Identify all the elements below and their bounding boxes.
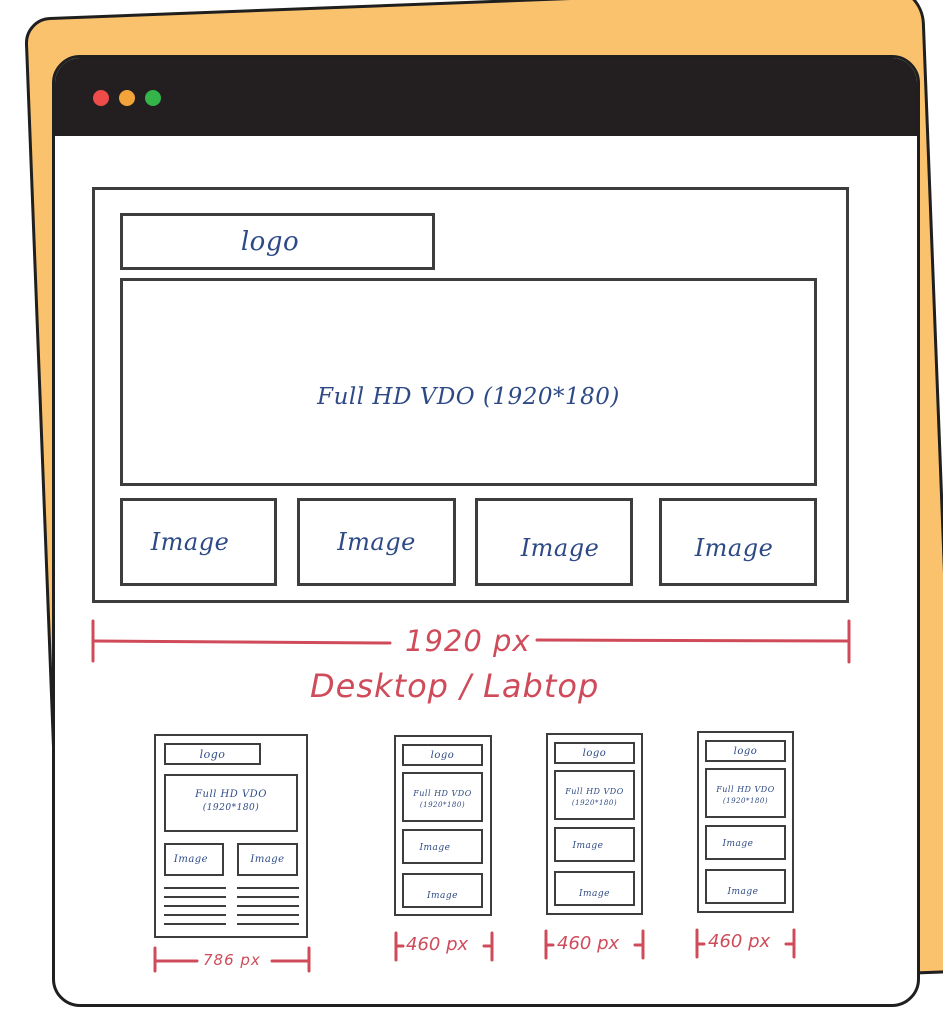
mobile-3-width-label: 460 px (708, 931, 771, 952)
mobile-3-image-box-1 (705, 825, 786, 860)
desktop-width-label: 1920 px (405, 624, 531, 658)
mobile-1-logo-label: logo (430, 749, 455, 761)
desktop-image-box-1 (120, 498, 277, 586)
tablet-text-lines-left (164, 887, 226, 932)
desktop-image-box-4 (659, 498, 817, 586)
tablet-video-box (164, 774, 298, 832)
tablet-width-label: 786 px (203, 951, 261, 969)
mobile-2-video-label-2: (1920*180) (571, 799, 618, 807)
maximize-dot-icon[interactable] (145, 90, 161, 106)
mobile-2-image-box-2 (554, 871, 635, 906)
mobile-1-image-label-1: Image (419, 842, 451, 853)
tablet-video-label-1: Full HD VDO (195, 788, 267, 800)
mobile-1-video-label-1: Full HD VDO (413, 789, 472, 798)
mobile-3-video-label-1: Full HD VDO (716, 785, 775, 794)
tablet-image-label-2: Image (250, 854, 285, 865)
desktop-wireframe (92, 187, 849, 603)
tablet-text-lines-right (237, 887, 299, 932)
mobile-3-image-box-2 (705, 869, 786, 904)
tablet-image-box-2 (237, 843, 298, 876)
mobile-2-image-label-1: Image (572, 840, 604, 851)
mobile-2-width-label: 460 px (557, 933, 620, 954)
mobile-3-logo-label: logo (733, 745, 758, 757)
mobile-1-logo-box (402, 744, 483, 766)
tablet-image-box-1 (164, 843, 224, 876)
mobile-1-video-label-2: (1920*180) (419, 801, 466, 809)
tablet-wireframe (154, 734, 308, 938)
mobile-3-logo-box (705, 740, 786, 762)
desktop-image-box-3 (475, 498, 633, 586)
tablet-logo-label: logo (199, 747, 226, 761)
mobile-2-image-label-2: Image (578, 889, 611, 899)
mobile-1-image-label-2: Image (426, 891, 459, 901)
minimize-dot-icon[interactable] (119, 90, 135, 106)
desktop-logo-label: logo (240, 226, 300, 257)
mobile-2-video-label-1: Full HD VDO (565, 787, 624, 796)
mobile-2-logo-box (554, 742, 635, 764)
tablet-video-label-2: (1920*180) (202, 803, 260, 813)
window-titlebar (55, 58, 917, 136)
desktop-image-box-2 (297, 498, 456, 586)
close-dot-icon[interactable] (93, 90, 109, 106)
desktop-video-label: Full HD VDO (1920*180) (317, 384, 620, 410)
desktop-image-label-2: Image (337, 528, 416, 556)
mobile-2-image-box-1 (554, 827, 635, 862)
desktop-image-label-1: Image (150, 528, 230, 556)
mobile-3-wireframe (697, 731, 794, 913)
mobile-1-wireframe (394, 735, 492, 916)
mobile-1-image-box-2 (402, 873, 483, 908)
mobile-3-video-box (705, 768, 786, 818)
desktop-video-box (120, 278, 817, 486)
mobile-2-logo-label: logo (582, 747, 607, 759)
mobile-1-video-box (402, 772, 483, 822)
tablet-image-label-1: Image (173, 854, 209, 865)
mobile-3-image-label-2: Image (727, 887, 759, 897)
mobile-2-wireframe (546, 733, 643, 915)
desktop-logo-box (120, 213, 435, 270)
mobile-1-image-box-1 (402, 829, 483, 864)
mobile-3-image-label-1: Image (722, 838, 754, 849)
mobile-3-video-label-2: (1920*180) (722, 797, 769, 805)
tablet-logo-box (164, 743, 261, 765)
mobile-2-video-box (554, 770, 635, 820)
desktop-image-label-4: Image (694, 534, 774, 562)
desktop-image-label-3: Image (520, 534, 600, 562)
mobile-1-width-label: 460 px (406, 934, 469, 955)
desktop-device-label: Desktop / Labtop (310, 667, 600, 705)
